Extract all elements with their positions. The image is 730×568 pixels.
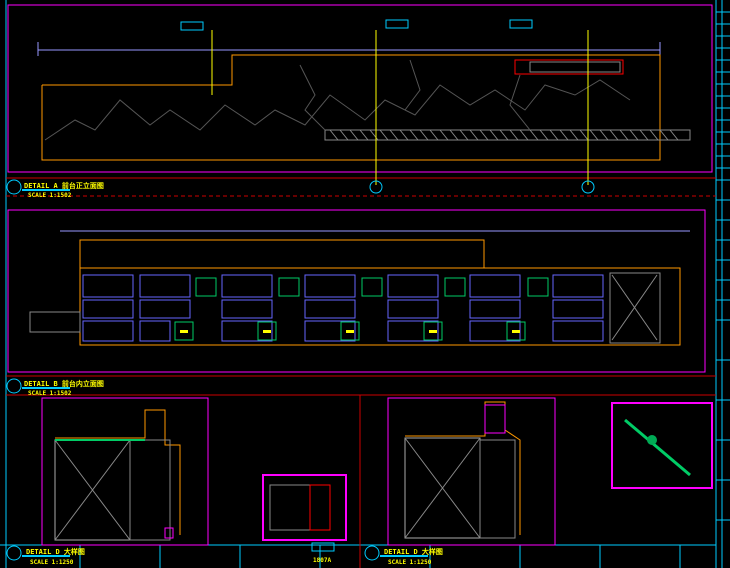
- view-label-a: DETAIL A 前台正立面图 SCALE 1:1502: [6, 179, 104, 199]
- view-scale: SCALE 1:1502: [28, 390, 72, 397]
- view-title: DETAIL A 前台正立面图: [24, 181, 104, 190]
- front-elevation: [7, 4, 713, 194]
- view-title: DETAIL D 大样图: [26, 547, 85, 556]
- back-elevation: [7, 209, 706, 373]
- view-title: DETAIL D 大样图: [384, 547, 443, 556]
- view-label-b: DETAIL B 前台内立面图 SCALE 1:1502: [6, 378, 104, 397]
- title-block: [79, 0, 730, 568]
- view-title: DETAIL B 前台内立面图: [24, 379, 104, 388]
- view-label-d: DETAIL D 大样图 SCALE 1:1250: [364, 545, 443, 566]
- view-scale: SCALE 1:1250: [388, 559, 432, 566]
- view-label-c: DETAIL D 大样图 SCALE 1:1250: [6, 545, 85, 566]
- section-right: [387, 397, 713, 546]
- view-scale: SCALE 1:1250: [30, 559, 74, 566]
- detail-tag: 1807A: [313, 557, 331, 564]
- section-left: 1807A: [41, 397, 347, 564]
- view-scale: SCALE 1:1502: [28, 192, 72, 199]
